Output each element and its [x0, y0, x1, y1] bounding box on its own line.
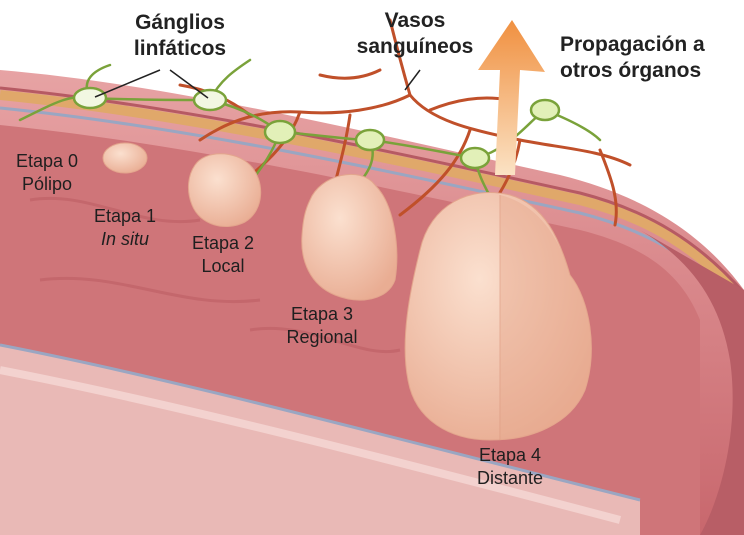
lymph-nodes-label-line2: linfáticos: [110, 36, 250, 62]
stage-0-desc: Pólipo: [2, 173, 92, 196]
stage-2-label: Etapa 2 Local: [178, 232, 268, 278]
stage-0-label: Etapa 0 Pólipo: [2, 150, 92, 196]
tumor-stage-0: [103, 143, 147, 173]
stage-0-name: Etapa 0: [2, 150, 92, 173]
stage-1-label: Etapa 1 In situ: [80, 205, 170, 251]
stage-3-label: Etapa 3 Regional: [272, 303, 372, 349]
stage-4-name: Etapa 4: [460, 444, 560, 467]
lymph-nodes-label: Gánglios linfáticos: [110, 10, 250, 62]
stage-2-desc: Local: [178, 255, 268, 278]
stage-3-name: Etapa 3: [272, 303, 372, 326]
lymph-node: [531, 100, 559, 120]
lymph-nodes-label-line1: Gánglios: [110, 10, 250, 36]
lymph-node: [194, 90, 226, 110]
lymph-node: [356, 130, 384, 150]
stage-4-desc: Distante: [460, 467, 560, 490]
stage-3-desc: Regional: [272, 326, 372, 349]
stage-1-name: Etapa 1: [80, 205, 170, 228]
spread-label-line2: otros órganos: [560, 58, 744, 84]
stage-2-name: Etapa 2: [178, 232, 268, 255]
blood-vessels-label-line2: sanguíneos: [340, 34, 490, 60]
blood-vessels-label-line1: Vasos: [340, 8, 490, 34]
lymph-node: [461, 148, 489, 168]
blood-vessels-label: Vasos sanguíneos: [340, 8, 490, 60]
tumor-stage-2: [188, 154, 260, 227]
lymph-node: [74, 88, 106, 108]
spread-label-line1: Propagación a: [560, 32, 744, 58]
lymph-node: [265, 121, 295, 143]
stage-1-desc: In situ: [80, 228, 170, 251]
spread-label: Propagación a otros órganos: [560, 32, 744, 84]
stage-4-label: Etapa 4 Distante: [460, 444, 560, 490]
